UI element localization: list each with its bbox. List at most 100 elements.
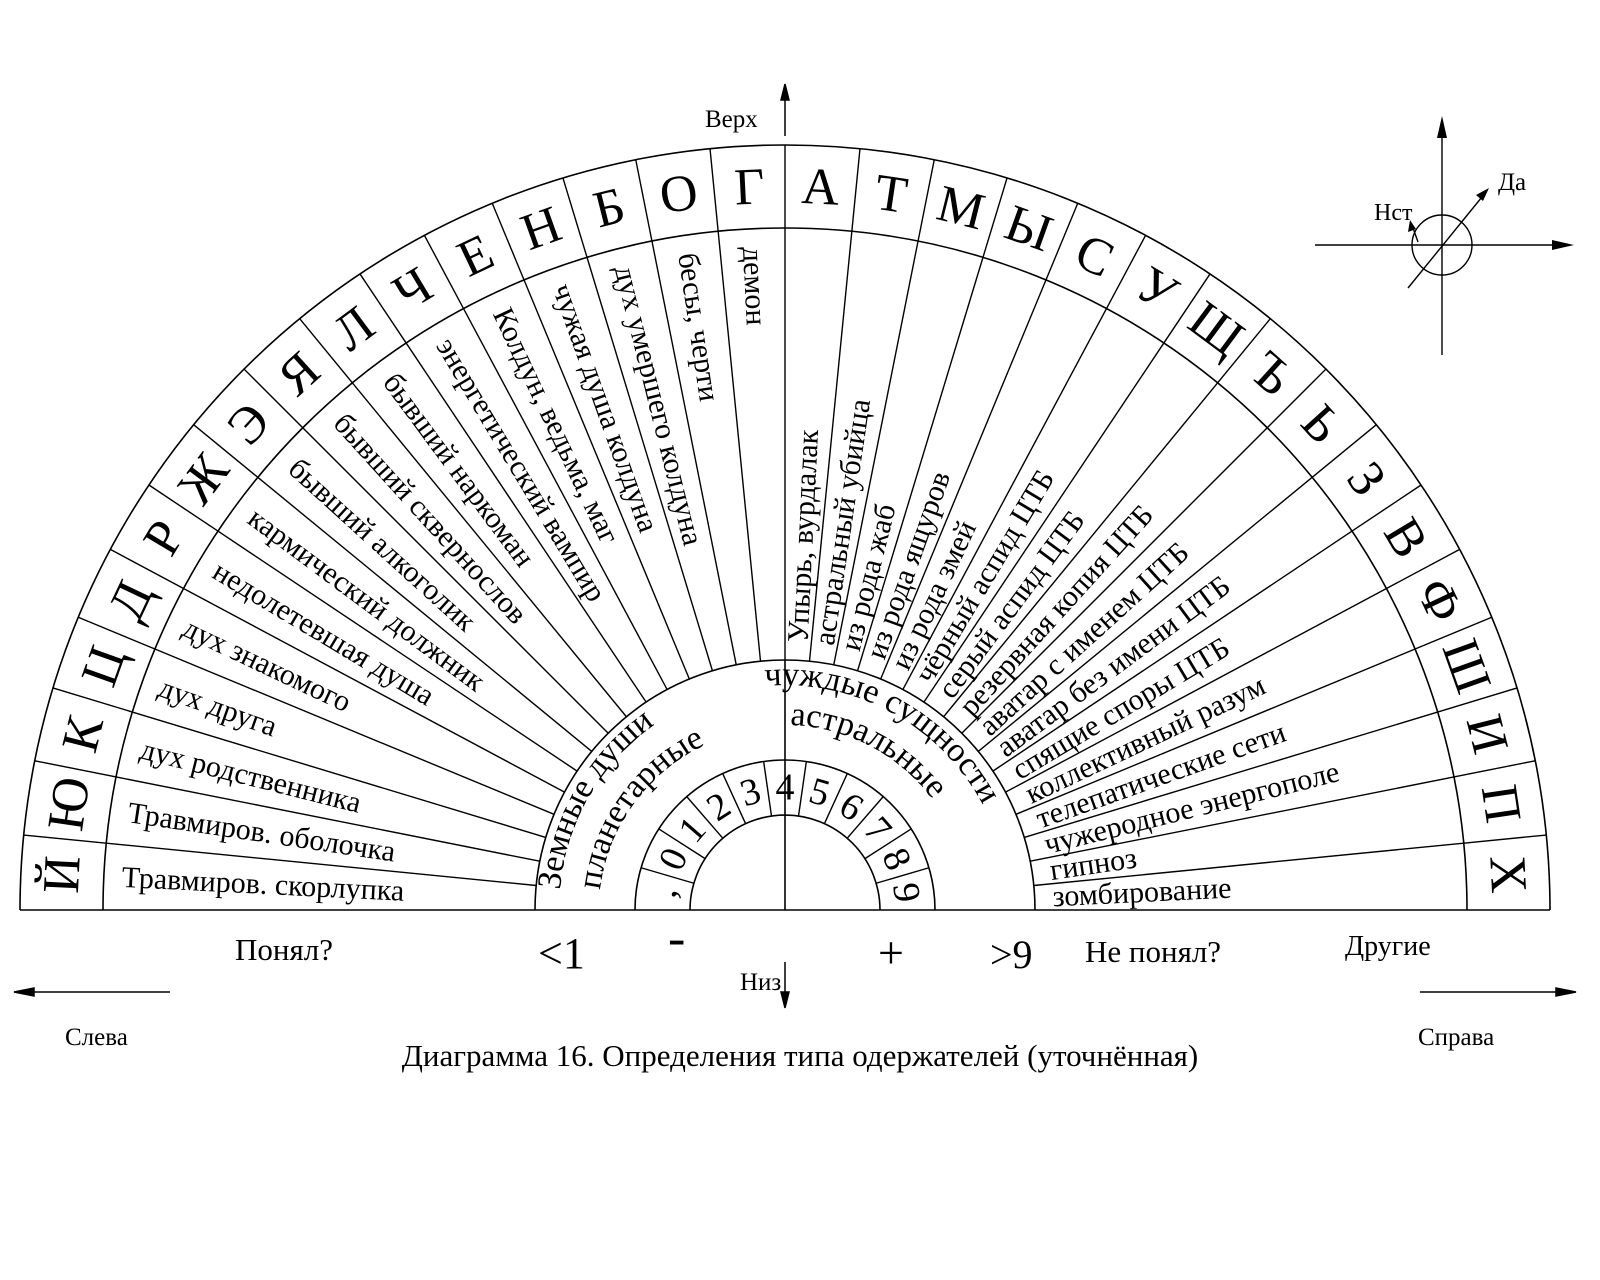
sector-divider: [943, 382, 1219, 718]
sector-divider: [923, 342, 1165, 703]
compass-yes-arrow-icon: [1476, 188, 1489, 201]
compass-nst-label: Нст: [1374, 200, 1413, 226]
digit-cell: 2: [699, 784, 738, 830]
letter-divider: [52, 687, 133, 713]
bottom-arrow-icon: [780, 991, 790, 1009]
letter-cell: Р: [133, 511, 197, 565]
letter-cell: М: [931, 175, 990, 242]
letter-cell: Ь: [1290, 394, 1352, 454]
letter-divider: [491, 202, 525, 281]
letter-cell: Е: [449, 223, 502, 288]
compass-right-arrow-icon: [1552, 240, 1574, 250]
digit-cell: 0: [651, 842, 697, 877]
letter-divider: [1351, 484, 1422, 532]
digit-inner-arc: [689, 814, 881, 911]
label-top: Верх: [705, 106, 758, 133]
letter-divider: [1311, 424, 1377, 478]
letter-cell: А: [800, 158, 841, 217]
sector-divider: [132, 711, 546, 839]
letter-cell: Т: [871, 164, 911, 225]
label-right: Справа: [1418, 1024, 1494, 1051]
compass-yes-line: [1407, 191, 1487, 289]
letter-divider: [193, 424, 259, 478]
group-inner-arc: [634, 759, 936, 911]
digit-dividers: [640, 761, 930, 884]
digit-divider: [846, 796, 884, 839]
sector-divider: [405, 342, 647, 703]
label-not-understood: Не понял?: [1085, 934, 1221, 969]
sector-divider: [977, 476, 1313, 752]
letter-cell: Ы: [998, 194, 1060, 263]
sector-divider: [1024, 711, 1438, 839]
letter-cell: К: [51, 710, 115, 758]
letter-cell: Д: [98, 572, 165, 628]
letter-divider: [1463, 834, 1547, 844]
sector-divider: [808, 231, 853, 662]
label-others: Другие: [1345, 931, 1431, 962]
letter-cell: Ч: [384, 256, 442, 322]
compass-yes-label: Да: [1498, 169, 1526, 196]
digit-divider: [722, 773, 747, 824]
sector-divider: [1030, 776, 1455, 862]
letter-cell: П: [1470, 781, 1532, 827]
digit-divider: [658, 828, 706, 860]
letter-cell: Ю: [37, 773, 101, 834]
top-arrow-icon: [780, 83, 790, 101]
sector-divider: [902, 308, 1108, 690]
digit-cell: 6: [832, 784, 871, 830]
compass-up-arrow-icon: [1437, 116, 1447, 138]
letter-cell: Н: [514, 196, 569, 262]
letter-cell: С: [1066, 223, 1122, 289]
caption: Диаграмма 16. Определения типа одержател…: [401, 1038, 1199, 1073]
sector-divider: [880, 279, 1047, 680]
letter-cell: Б: [588, 177, 631, 240]
label-less-than-one: <1: [538, 929, 585, 978]
compass-nst-arrow-icon: [1408, 220, 1416, 232]
letter-divider: [709, 148, 719, 232]
sector-divider: [992, 530, 1353, 772]
letter-cell: Я: [267, 341, 331, 407]
letter-divider: [1386, 548, 1460, 590]
sector-divider: [183, 587, 565, 793]
letter-cell: И: [1455, 709, 1519, 759]
digit-cell: 7: [855, 809, 899, 851]
sector-divider: [833, 240, 919, 665]
sector-divider: [856, 257, 984, 671]
letter-divider: [1163, 273, 1211, 344]
sector-divider: [1005, 587, 1387, 793]
sector-divider: [154, 648, 555, 815]
letter-divider: [917, 159, 935, 242]
sector-divider: [257, 476, 593, 752]
label-more-than-nine: >9: [990, 932, 1033, 977]
sector-divider: [106, 842, 537, 887]
sector-divider: [651, 240, 737, 665]
letter-divider: [34, 760, 117, 778]
digit-divider: [823, 773, 848, 824]
digit-divider: [875, 867, 930, 884]
letter-cell: Э: [216, 392, 281, 456]
sector-divider: [115, 776, 540, 862]
letter-cell: О: [656, 163, 702, 225]
letter-divider: [1105, 235, 1147, 309]
left-sector-label: демон: [736, 246, 773, 326]
digit-cell: ,: [642, 885, 685, 900]
letter-divider: [243, 368, 304, 429]
left-arrow-icon: [13, 987, 35, 997]
sector-divider: [523, 279, 690, 680]
letter-divider: [77, 616, 156, 650]
sector-divider: [462, 308, 668, 690]
letter-divider: [1437, 687, 1518, 713]
digit-divider: [686, 796, 724, 839]
digit-cell: 1: [670, 809, 714, 851]
letter-divider: [1414, 616, 1493, 650]
label-plus: +: [878, 927, 904, 978]
letter-divider: [1045, 202, 1079, 281]
letter-divider: [982, 177, 1008, 258]
letter-divider: [148, 484, 219, 532]
letter-divider: [23, 834, 107, 844]
sector-divider: [586, 257, 714, 671]
compass-circle: [1411, 214, 1473, 276]
digit-cell: 5: [804, 770, 834, 816]
